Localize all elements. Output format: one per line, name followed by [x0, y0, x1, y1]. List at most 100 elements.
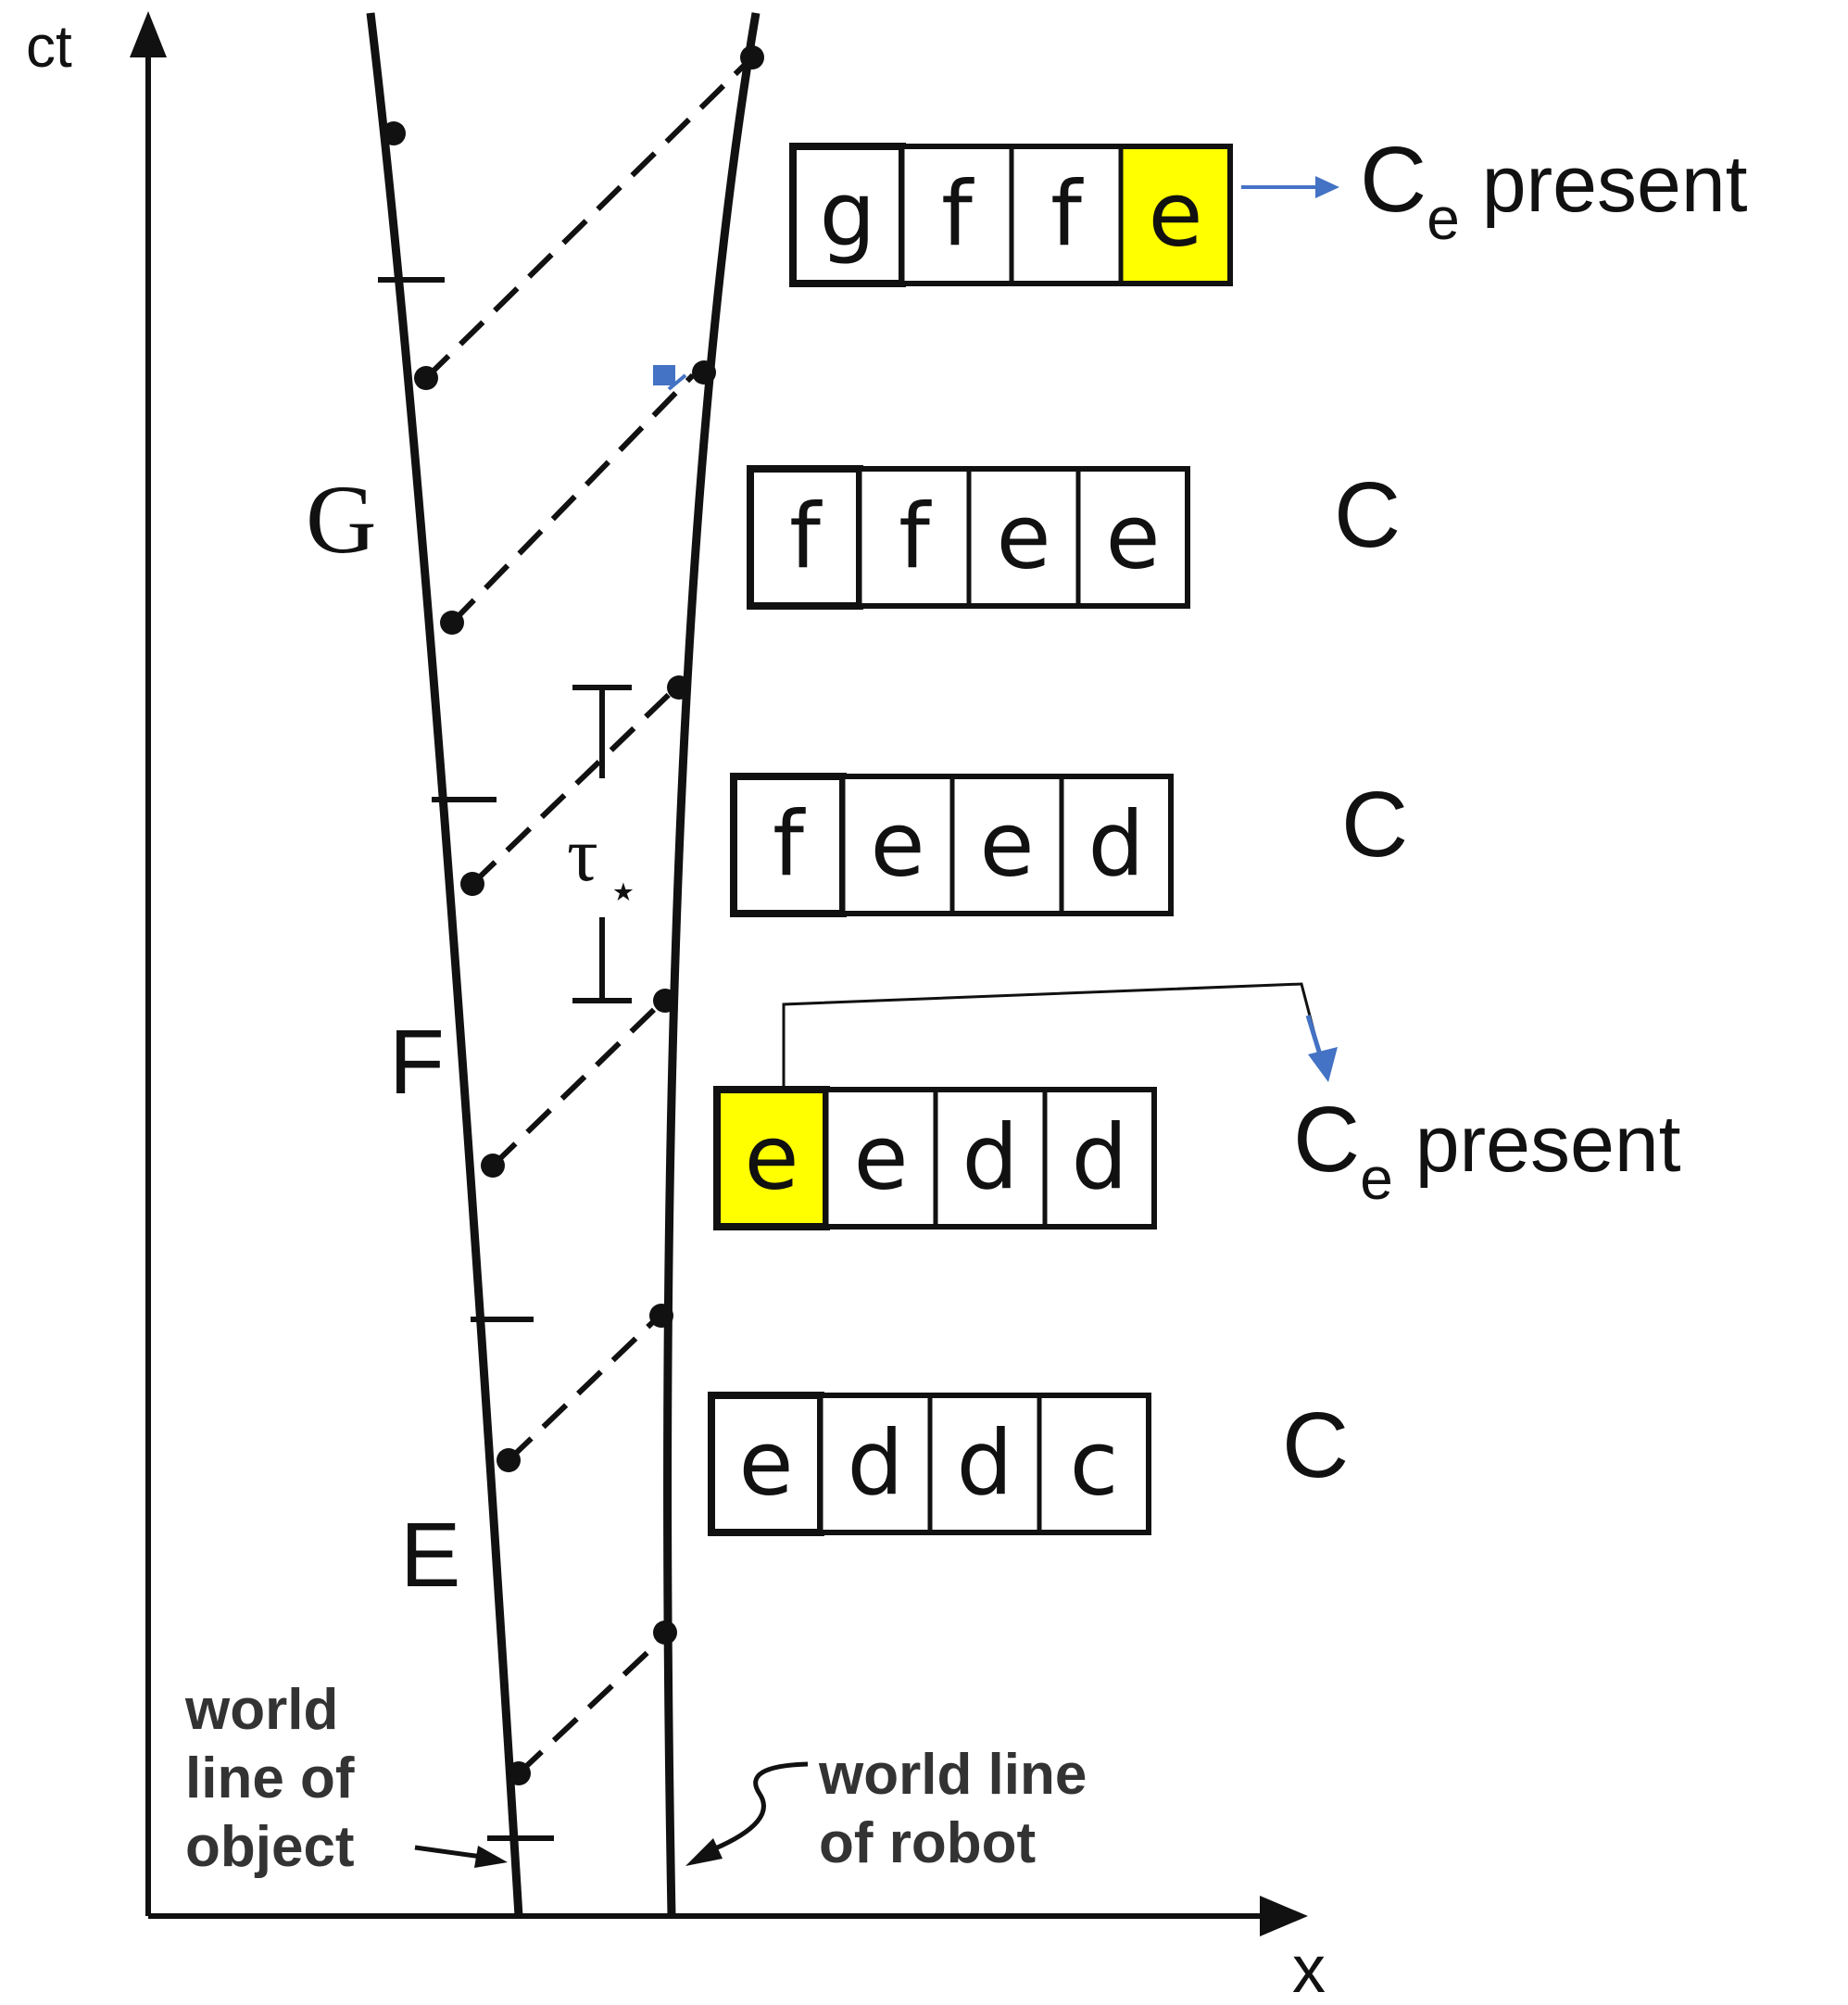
- object-label-line-2: line of: [185, 1746, 355, 1810]
- signal-line: [423, 55, 755, 381]
- interval-label: τ: [567, 812, 598, 898]
- robot-event-dot: [692, 360, 716, 385]
- object-event-dot: [507, 1761, 531, 1785]
- robot-event-dot: [653, 1620, 677, 1645]
- ct-axis-arrowhead: [130, 11, 167, 57]
- region-label-e: E: [400, 1504, 460, 1606]
- buffer-cell-letter: g: [820, 163, 876, 267]
- object-label-pointer: [414, 1845, 483, 1860]
- buffer-cell: [1037, 1393, 1151, 1535]
- buffer-state-main: C: [1334, 463, 1401, 567]
- buffer-cell-letter: e: [744, 1106, 798, 1210]
- robot-label-line-1: world line: [818, 1743, 1087, 1807]
- region-label-g: G: [306, 465, 377, 574]
- buffer-cell-letter: e: [870, 793, 924, 897]
- object-event-dot: [382, 121, 406, 145]
- object-ticks: [378, 277, 554, 1841]
- buffer-cell-letter: d: [957, 1412, 1013, 1516]
- robot-events: [649, 45, 764, 1645]
- buffer-cell: [823, 1087, 938, 1229]
- signal-line: [516, 1630, 672, 1776]
- buffer-state-main: C: [1293, 1088, 1360, 1192]
- object-world-line-label: world line of object: [184, 1678, 355, 1879]
- x-axis-arrowhead: [1260, 1896, 1308, 1936]
- robot-read-arrow: [653, 365, 687, 391]
- buffer-state-sub: e: [1427, 185, 1460, 252]
- buffer-state-label: Ce present: [1293, 1088, 1681, 1212]
- buffer-cell-letter: d: [848, 1412, 904, 1516]
- buffer-cell-letter: f: [773, 793, 806, 897]
- buffer-cell: [949, 774, 1064, 916]
- robot-label-pointer: [712, 1761, 809, 1852]
- buffer-frame: [709, 1393, 1151, 1535]
- robot-event-dot: [653, 989, 677, 1013]
- buffer-state-main: C: [1360, 128, 1427, 232]
- robot-event-dot: [649, 1304, 673, 1328]
- buffer-cell-letter: c: [1070, 1412, 1119, 1516]
- robot-label-line-2: of robot: [819, 1811, 1036, 1875]
- buffer-cell-letter: e: [853, 1106, 908, 1210]
- buffer-state-main: C: [1341, 773, 1408, 876]
- buffer-cell-letter: e: [738, 1412, 793, 1516]
- buffer-cell-letter: e: [1148, 163, 1202, 267]
- buffer-state-label: C: [1334, 463, 1401, 567]
- object-label-line-1: world: [184, 1678, 338, 1742]
- buffer-cell: [933, 1087, 1048, 1229]
- x-axis-label: x: [1292, 1933, 1326, 2005]
- buffer-state-main: C: [1282, 1393, 1349, 1497]
- buffer-cell-letter: f: [941, 163, 974, 267]
- buffer-state-label: Ce present: [1360, 128, 1748, 252]
- buffer-cell-letter: e: [1105, 485, 1160, 589]
- y-axis-label: ct: [26, 13, 72, 80]
- present-arrowhead-low: [1308, 1047, 1338, 1082]
- buffer-cell-letter: e: [979, 793, 1034, 897]
- buffer-cell-letter: f: [789, 485, 823, 589]
- robot-label-pointer-head: [685, 1838, 723, 1866]
- object-label-line-3: object: [185, 1815, 355, 1879]
- buffer-cell-letter: d: [1088, 793, 1145, 897]
- object-world-line: [366, 12, 523, 1917]
- present-arrowhead-top: [1315, 176, 1339, 198]
- buffer-cell-letter: e: [996, 485, 1050, 589]
- interval-bracket: [572, 685, 632, 1003]
- buffer-frame: [790, 144, 1233, 286]
- robot-world-line-label: world line of robot: [818, 1743, 1087, 1875]
- buffer-state-sub: e: [1360, 1145, 1393, 1212]
- object-event-dot: [460, 872, 484, 896]
- buffer-cell-letter: f: [899, 485, 932, 589]
- buffer-state-rest: present: [1393, 1100, 1681, 1189]
- region-label-f: F: [389, 1011, 445, 1113]
- signal-line: [449, 372, 696, 625]
- buffer-frame: [714, 1087, 1157, 1229]
- object-label-pointer-head: [474, 1846, 508, 1868]
- signal-line: [506, 1313, 662, 1463]
- buffer-state-label: C: [1282, 1393, 1349, 1497]
- object-event-dot: [440, 611, 464, 635]
- buffer-cell: [1042, 1087, 1157, 1229]
- object-event-dot: [481, 1154, 505, 1178]
- interval-subscript: ⋆: [608, 864, 639, 919]
- object-event-dot: [497, 1448, 521, 1472]
- buffer-frame: [731, 774, 1174, 916]
- buffer-cell-letter: f: [1050, 163, 1084, 267]
- object-events: [382, 121, 531, 1785]
- signal-lines: [423, 55, 755, 1776]
- buffer-cell-letter: d: [1072, 1106, 1128, 1210]
- present-connector: [782, 982, 1325, 1093]
- object-event-dot: [414, 366, 438, 390]
- buffer-state-label: C: [1341, 773, 1408, 876]
- buffer-frame: [748, 466, 1190, 609]
- robot-world-line: [663, 12, 761, 1917]
- robot-event-dot: [667, 675, 691, 700]
- signal-line: [490, 998, 666, 1168]
- buffer-cell: [1059, 774, 1174, 916]
- buffer-state-rest: present: [1460, 140, 1748, 229]
- buffer-cell-letter: d: [962, 1106, 1019, 1210]
